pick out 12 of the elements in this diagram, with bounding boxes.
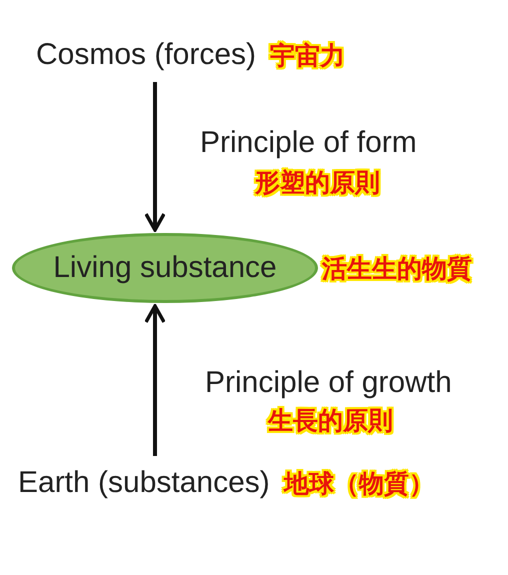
edge-label: Principle of form — [200, 126, 417, 160]
arrow — [144, 82, 166, 232]
translation-label: 地球（物質） — [284, 468, 434, 500]
node-label: Cosmos (forces) — [36, 38, 256, 72]
translation-label: 形塑的原則 — [255, 167, 380, 199]
translation-label: 生長的原則 — [268, 405, 393, 437]
translation-label: 活生生的物質 — [322, 253, 472, 285]
edge-label: Principle of growth — [205, 366, 452, 400]
node-label: Living substance — [53, 251, 277, 285]
translation-label: 宇宙力 — [270, 40, 346, 72]
arrow — [144, 304, 166, 456]
node-label: Earth (substances) — [18, 466, 270, 500]
